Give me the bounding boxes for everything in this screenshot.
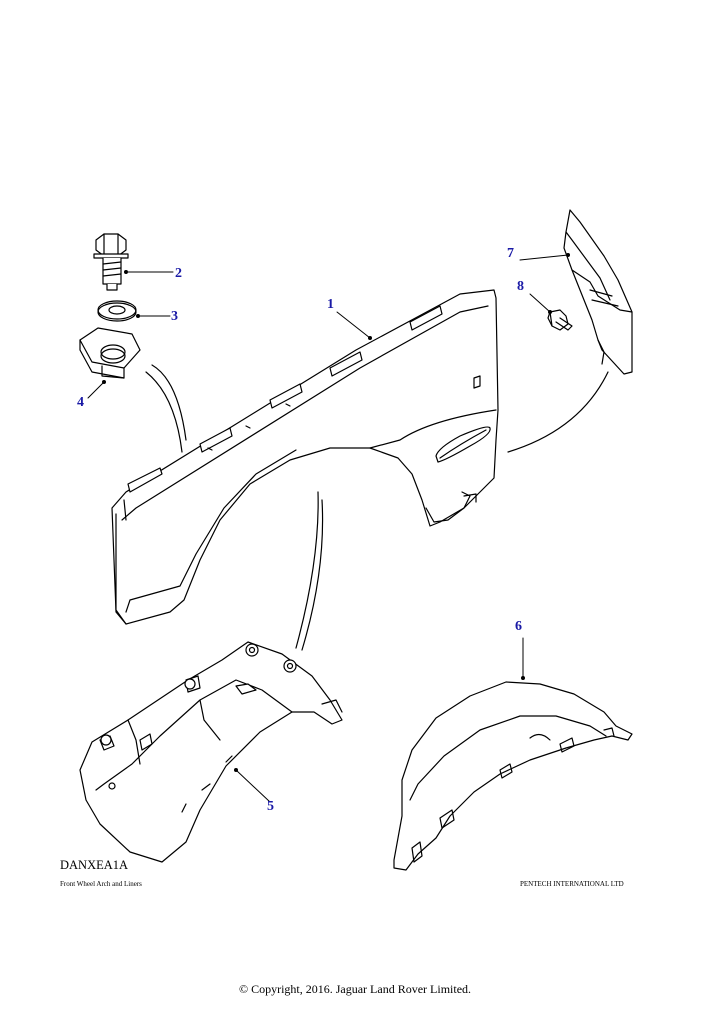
callout-3[interactable]: 3 <box>171 309 178 324</box>
rear-liner-part <box>393 681 633 871</box>
wheel-arch-liner-part <box>79 641 343 863</box>
callout-8[interactable]: 8 <box>517 279 524 294</box>
callout-5[interactable]: 5 <box>267 799 274 814</box>
callout-1[interactable]: 1 <box>327 297 334 312</box>
diagram-code: DANXEA1A <box>60 858 129 872</box>
screw-part <box>547 309 573 331</box>
bolt-part <box>93 233 129 291</box>
fender-part <box>111 289 499 625</box>
callout-7[interactable]: 7 <box>507 246 514 261</box>
diagram-caption: Front Wheel Arch and Liners <box>60 880 142 888</box>
washer-part <box>97 300 137 322</box>
supplier-label: PENTECH INTERNATIONAL LTD <box>520 880 624 888</box>
callout-2[interactable]: 2 <box>175 266 182 281</box>
bracket-part <box>563 209 633 375</box>
callout-4[interactable]: 4 <box>77 395 84 410</box>
callout-leaders <box>87 254 569 803</box>
clip-nut-part <box>79 327 141 379</box>
copyright-notice: © Copyright, 2016. Jaguar Land Rover Lim… <box>238 982 472 996</box>
callout-6[interactable]: 6 <box>515 619 522 634</box>
